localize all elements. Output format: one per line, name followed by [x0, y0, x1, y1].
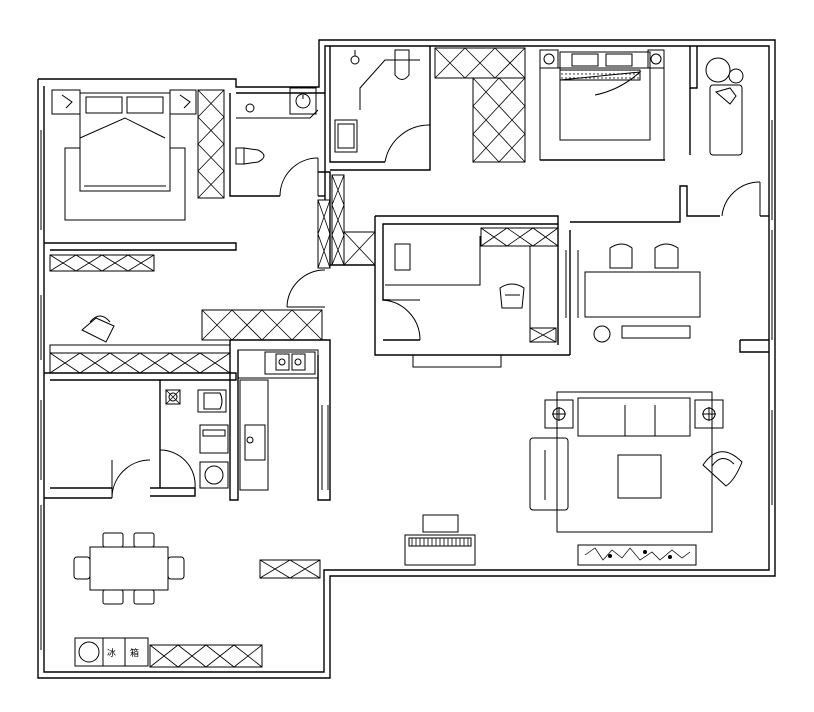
dining-furniture — [73, 532, 185, 605]
bedroom3-furniture — [81, 315, 115, 343]
study-furniture — [385, 236, 531, 368]
living-furniture — [404, 243, 743, 566]
kitchen-fixtures — [237, 349, 329, 491]
bath2-fixtures — [334, 49, 420, 153]
bath1-fixtures — [235, 87, 319, 165]
exterior-walls — [37, 39, 776, 679]
cabinets — [49, 47, 559, 668]
bath3-fixtures — [165, 389, 229, 489]
appliances: 冰 箱 — [74, 637, 149, 667]
bedroom2-furniture — [539, 49, 744, 161]
fridge-label-left: 冰 — [107, 647, 116, 659]
master-bed — [51, 89, 197, 221]
fridge-label-right: 箱 — [130, 647, 139, 659]
doors — [111, 124, 761, 499]
